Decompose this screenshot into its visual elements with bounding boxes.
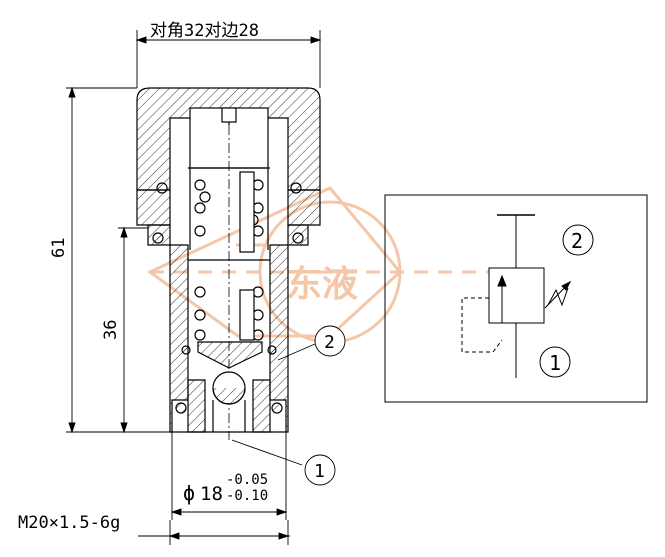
symbol-port-1: 1 bbox=[549, 351, 561, 375]
hydraulic-symbol bbox=[384, 194, 648, 403]
nose-left bbox=[187, 379, 206, 433]
dimensions bbox=[66, 30, 322, 545]
valve-envelope bbox=[488, 267, 545, 324]
callout-port-2: 2 bbox=[324, 332, 335, 353]
dim-tol-lower: -0.10 bbox=[226, 488, 268, 504]
flange-right bbox=[287, 189, 321, 226]
dim-36-label: 36 bbox=[101, 320, 121, 340]
symbol-port-2: 2 bbox=[571, 229, 583, 253]
watermark-text: 东液 bbox=[286, 264, 358, 305]
poppet-stem bbox=[239, 171, 255, 253]
nose-right bbox=[252, 379, 271, 433]
dim-top-label: 对角32对边28 bbox=[150, 21, 259, 41]
dim-61-label: 61 bbox=[49, 238, 69, 258]
dim-diameter-value: 18 bbox=[200, 483, 223, 505]
watermark: 东液 bbox=[147, 186, 520, 344]
poppet-seat bbox=[197, 341, 263, 369]
hex-head bbox=[136, 87, 321, 191]
lower-stem bbox=[239, 289, 255, 341]
flange-left bbox=[136, 189, 171, 226]
o-rings bbox=[152, 182, 304, 414]
drawing-callouts bbox=[231, 325, 346, 486]
dim-tol-upper: -0.05 bbox=[226, 472, 268, 488]
callout-port-1: 1 bbox=[314, 461, 325, 482]
valve-section bbox=[136, 87, 321, 440]
dim-thread-label: M20×1.5-6g bbox=[18, 513, 120, 533]
symbol-frame bbox=[384, 194, 648, 403]
dim-diameter-symbol: ϕ bbox=[183, 481, 195, 505]
